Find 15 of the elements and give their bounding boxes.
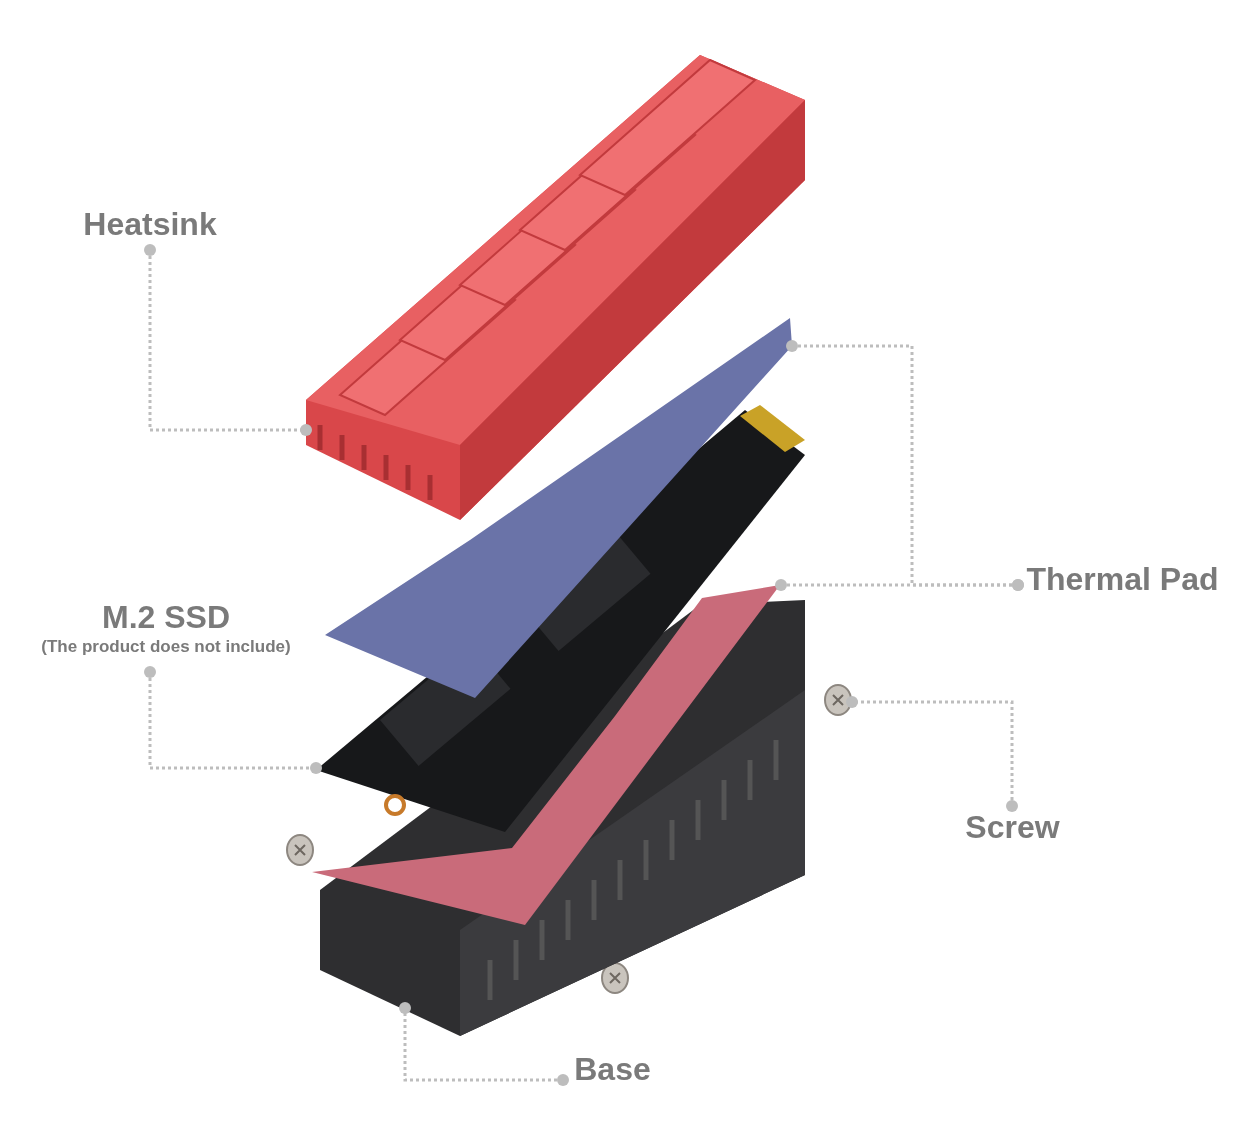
leader-line: [775, 579, 1024, 591]
part-label: Heatsink: [83, 205, 217, 243]
leader-line: [144, 666, 322, 774]
note-text: (The product does not include): [41, 636, 291, 658]
heatsink-drawing: [306, 55, 805, 520]
leader-line: [846, 696, 1018, 812]
leader-line: [144, 244, 312, 436]
leader-line: [399, 1002, 569, 1086]
part-label: M.2 SSD: [102, 598, 230, 636]
screw-icon: [824, 684, 852, 716]
part-label: Thermal Pad: [1026, 560, 1219, 598]
thermal-pad-drawing: [325, 318, 792, 698]
part-label: Screw: [965, 808, 1060, 846]
part-label: Base: [574, 1050, 651, 1088]
thermal-pad-drawing: [312, 585, 780, 925]
